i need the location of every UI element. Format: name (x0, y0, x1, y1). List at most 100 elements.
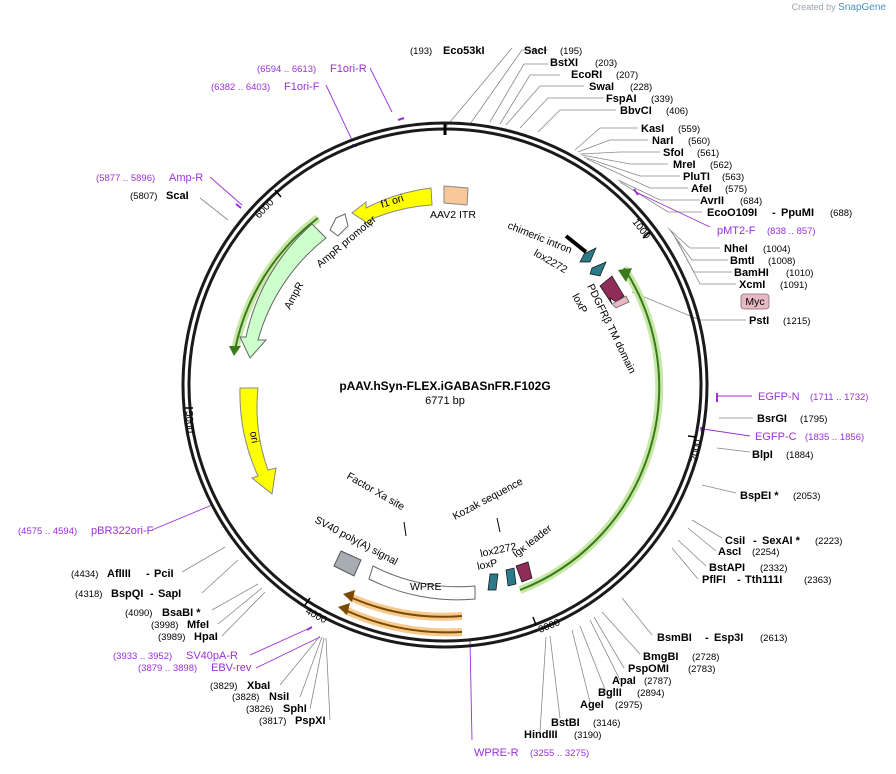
wpre-label: WPRE (410, 581, 442, 593)
site-fspai[interactable]: FspAI (606, 93, 637, 105)
site-connectors (181, 47, 753, 733)
site-kasi[interactable]: KasI (641, 123, 664, 135)
arc-right-arrowhead (618, 268, 632, 282)
tick-marks (185, 189, 697, 626)
site-ecoo109i[interactable]: EcoO109I (707, 207, 757, 219)
lox2272-top-arrow[interactable] (579, 247, 597, 263)
site-pos-mrei: (562) (710, 160, 732, 171)
site-asci[interactable]: AscI (718, 546, 741, 558)
site-blpi[interactable]: BlpI (752, 449, 773, 461)
wpre-box[interactable] (368, 565, 476, 601)
ori-label: ori (247, 430, 261, 444)
site-avrii[interactable]: AvrII (700, 195, 724, 207)
site-bstapi[interactable]: BstAPI (709, 562, 745, 574)
site-pos-eco53ki: (193) (410, 46, 432, 57)
site-bmgbi[interactable]: BmgBI (643, 651, 678, 663)
igk-leader-arrow[interactable] (515, 561, 533, 583)
primer-egfp-c[interactable]: EGFP-C (755, 431, 797, 443)
site-pos-bamhi: (1010) (786, 268, 813, 279)
site-afliii[interactable]: AflIII (107, 568, 131, 580)
primer-pos-amp-r: (5877 .. 5896) (96, 173, 155, 184)
site-csii[interactable]: CsiI (725, 535, 745, 547)
site-bamhi[interactable]: BamHI (734, 267, 769, 279)
bottom-sites: BsmBI - Esp3I (2613) BmgBI (2728) PspOMI… (524, 632, 787, 741)
site-sep-bsmbi: - (705, 632, 709, 644)
ampr-arrow[interactable] (239, 223, 327, 359)
site-bbvci[interactable]: BbvCI (620, 105, 652, 117)
lox2272-bottom-arrow[interactable] (487, 573, 499, 591)
site-pos-ecori: (207) (616, 70, 638, 81)
sv40-polya-box[interactable] (333, 550, 362, 577)
primer-pmt2-f[interactable]: pMT2-F (717, 225, 756, 237)
site-nari[interactable]: NarI (652, 135, 673, 147)
site-sep-ecoo109i: - (772, 207, 776, 219)
myc-badge[interactable] (740, 293, 770, 310)
primer-wpre-r[interactable]: WPRE-R (474, 747, 519, 759)
site-afei[interactable]: AfeI (691, 183, 712, 195)
ampr-promoter-arrow[interactable] (329, 213, 349, 237)
primer-egfp-n[interactable]: EGFP-N (758, 391, 800, 403)
site-pos-sphi: (3826) (246, 704, 273, 715)
site-pflfi[interactable]: PflFI (702, 574, 726, 586)
primer-pbr322ori-f[interactable]: pBR322ori-F (91, 525, 154, 537)
primer-amp-r[interactable]: Amp-R (169, 172, 203, 184)
site-sexai[interactable]: SexAI * (762, 535, 801, 547)
site-saci[interactable]: SacI (524, 45, 547, 57)
site-pluti[interactable]: PluTI (683, 171, 710, 183)
primer-ebv-rev[interactable]: EBV-rev (211, 662, 252, 674)
site-ecori[interactable]: EcoRI (571, 69, 602, 81)
site-pos-sexai: (2223) (815, 536, 842, 547)
primer-f1ori-f[interactable]: F1ori-F (284, 81, 320, 93)
myc-tag-mark[interactable] (611, 295, 630, 309)
site-mrei[interactable]: MreI (673, 159, 696, 171)
site-mfei[interactable]: MfeI (187, 619, 209, 631)
site-agei[interactable]: AgeI (580, 699, 604, 711)
loxp-top-arrow[interactable] (589, 261, 607, 277)
site-bstbi[interactable]: BstBI (551, 717, 580, 729)
site-pcii[interactable]: PciI (154, 568, 174, 580)
site-hpai[interactable]: HpaI (194, 631, 218, 643)
site-nhei[interactable]: NheI (724, 243, 748, 255)
chimeric-intron-bar[interactable] (564, 234, 588, 254)
site-nsii[interactable]: NsiI (269, 691, 289, 703)
site-psti[interactable]: PstI (749, 315, 769, 327)
ori-arrow[interactable] (239, 387, 277, 495)
site-scai[interactable]: ScaI (166, 190, 189, 202)
site-pos-afei: (575) (725, 184, 747, 195)
factor-xa-mark (403, 521, 407, 537)
loxp-top-label: loxP (569, 292, 589, 316)
site-sfoi[interactable]: SfoI (663, 147, 684, 159)
site-bspei[interactable]: BspEI * (740, 490, 779, 502)
site-sphi[interactable]: SphI (283, 703, 307, 715)
site-sep-csii: - (753, 535, 757, 547)
site-esp3i[interactable]: Esp3I (714, 632, 743, 644)
aav2-itr-box[interactable] (443, 185, 469, 206)
primer-pos-f1ori-r: (6594 .. 6613) (257, 64, 316, 75)
site-hindiii[interactable]: HindIII (524, 729, 558, 741)
site-xcmi[interactable]: XcmI (739, 279, 765, 291)
site-tth111i[interactable]: Tth111I (745, 574, 782, 586)
loxp-bottom-arrow[interactable] (505, 567, 517, 587)
site-sep-bspqi: - (150, 588, 154, 600)
primer-sv40pa-r[interactable]: SV40pA-R (186, 650, 238, 662)
site-bspqi[interactable]: BspQI (111, 588, 143, 600)
site-sapi[interactable]: SapI (158, 588, 181, 600)
site-pspxi[interactable]: PspXI (295, 715, 326, 727)
site-pos-bglii: (2894) (637, 688, 664, 699)
primer-f1ori-r[interactable]: F1ori-R (330, 63, 367, 75)
site-bmti[interactable]: BmtI (730, 255, 754, 267)
site-eco53ki[interactable]: Eco53kI (443, 45, 485, 57)
site-bglii[interactable]: BglII (598, 687, 622, 699)
tick-label-3000: 3000 (537, 617, 562, 636)
site-bstxi[interactable]: BstXI (550, 57, 578, 69)
site-bsmbi[interactable]: BsmBI (657, 632, 692, 644)
site-xbai[interactable]: XbaI (247, 680, 270, 692)
site-ppumi[interactable]: PpuMI (781, 207, 814, 219)
site-swai[interactable]: SwaI (589, 81, 614, 93)
site-bsabi[interactable]: BsaBI * (162, 607, 201, 619)
site-pspomi[interactable]: PspOMI (628, 663, 669, 675)
site-apai[interactable]: ApaI (612, 675, 636, 687)
site-bsrgi[interactable]: BsrGI (757, 413, 787, 425)
f1-ori-arrow[interactable] (351, 187, 433, 228)
tick-label-6000: 6000 (253, 197, 277, 221)
